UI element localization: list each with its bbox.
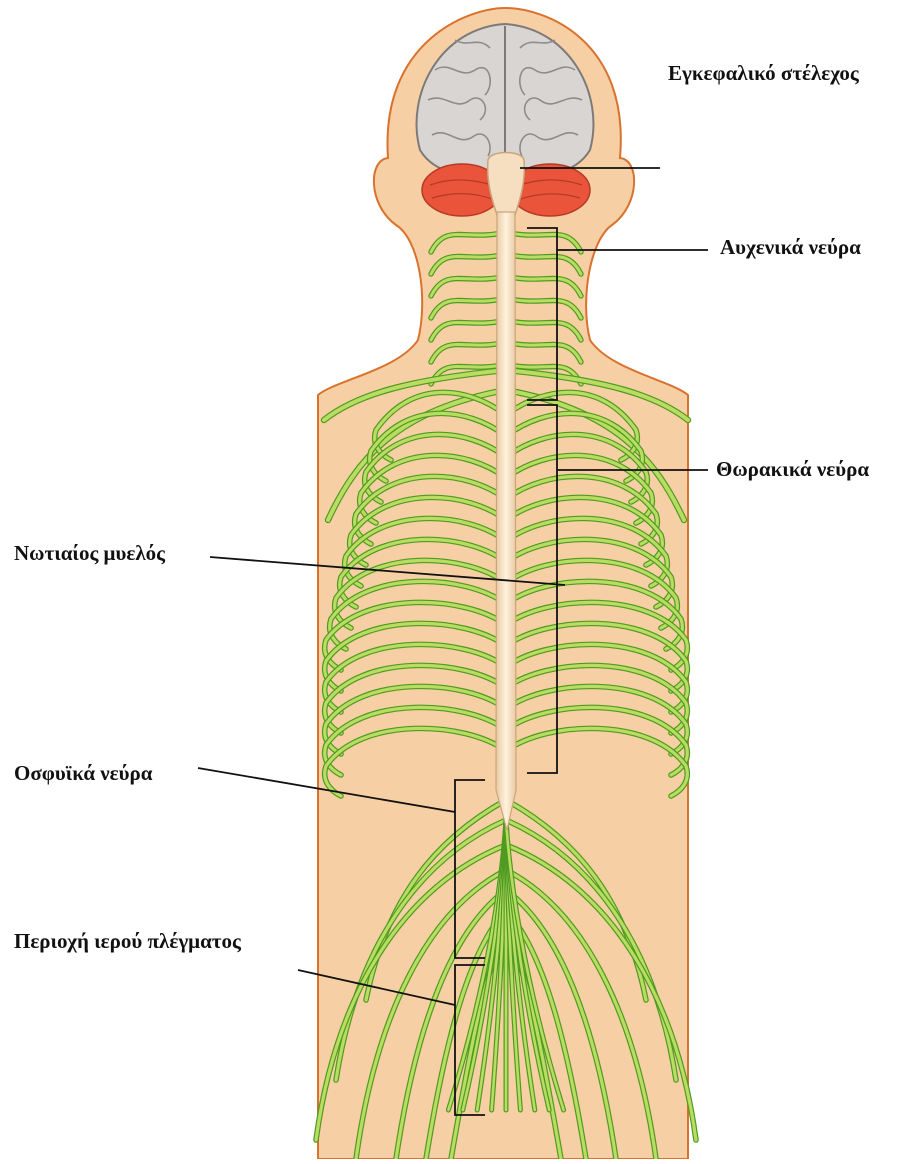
label-lumbar-nerves: Οσφυϊκά νεύρα [14, 761, 153, 785]
label-spinal-cord: Νωτιαίος μυελός [14, 541, 166, 565]
label-cervical-nerves: Αυχενικά νεύρα [720, 235, 861, 259]
label-brainstem: Εγκεφαλικό στέλεχος [668, 61, 860, 85]
label-sacral-plexus: Περιοχή ιερού πλέγματος [14, 929, 242, 953]
label-thoracic-nerves: Θωρακικά νεύρα [716, 457, 869, 481]
spinal-cord [496, 212, 516, 830]
